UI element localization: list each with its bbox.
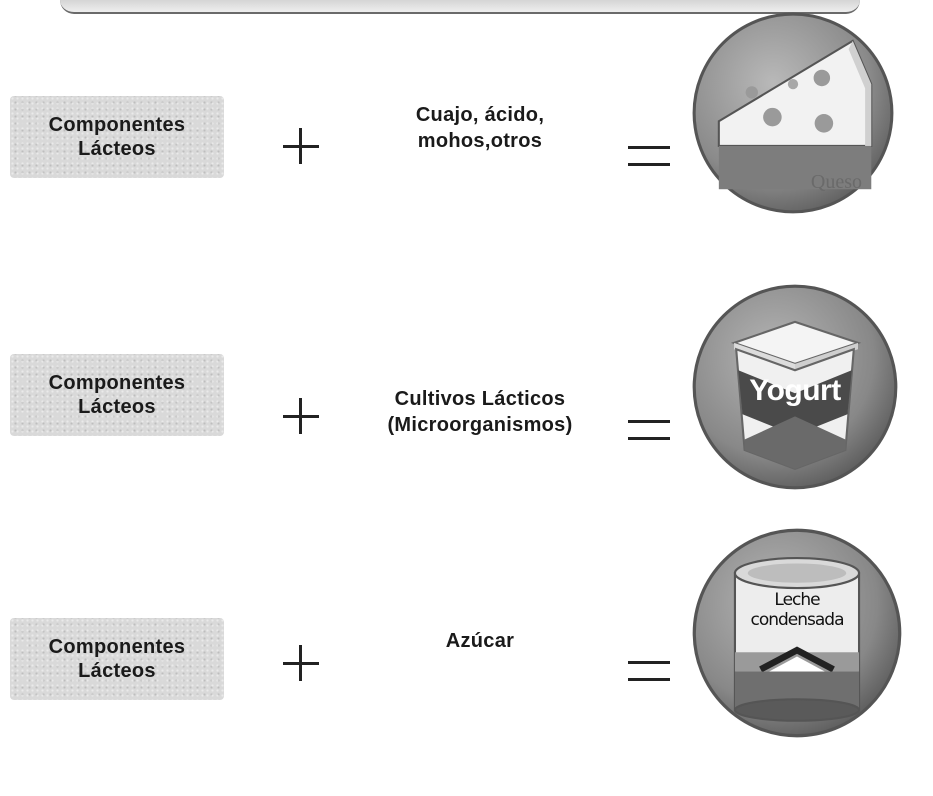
- condensed-milk-can-icon: Leche condensada: [690, 526, 904, 740]
- product-label-line-2: condensada: [690, 610, 904, 630]
- product-label: Yogurt: [690, 374, 900, 408]
- components-box: Componentes Lácteos: [10, 96, 224, 178]
- plus-sign: [283, 128, 319, 164]
- ingredient-line-2: mohos,otros: [345, 128, 615, 154]
- components-box: Componentes Lácteos: [10, 354, 224, 436]
- components-line-2: Lácteos: [17, 395, 217, 419]
- product-label-line-1: Leche: [690, 590, 904, 610]
- row-queso: Componentes Lácteos Cuajo, ácido, mohos,…: [0, 40, 933, 240]
- ingredient-text: Cultivos Lácticos (Microorganismos): [345, 386, 615, 438]
- row-yogurt: Componentes Lácteos Cultivos Lácticos (M…: [0, 300, 933, 500]
- ingredient-line-1: Cuajo, ácido,: [345, 102, 615, 128]
- ingredient-line-1: Azúcar: [345, 628, 615, 654]
- equals-sign: [628, 661, 670, 683]
- equals-sign: [628, 146, 670, 168]
- yogurt-cup-icon: Yogurt: [690, 282, 900, 492]
- ingredient-text: Azúcar: [345, 628, 615, 654]
- row-leche: Componentes Lácteos Azúcar: [0, 548, 933, 748]
- cheese-icon: Queso: [690, 10, 896, 216]
- can-graphic: [690, 526, 904, 740]
- product-label: Queso: [690, 171, 896, 194]
- ingredient-line-2: (Microorganismos): [345, 412, 615, 438]
- plus-sign: [283, 645, 319, 681]
- plus-sign: [283, 398, 319, 434]
- equals-sign: [628, 420, 670, 442]
- product-label: Leche condensada: [690, 590, 904, 630]
- components-line-2: Lácteos: [17, 659, 217, 683]
- components-line-1: Componentes: [17, 371, 217, 395]
- components-box: Componentes Lácteos: [10, 618, 224, 700]
- components-line-2: Lácteos: [17, 137, 217, 161]
- components-line-1: Componentes: [17, 113, 217, 137]
- components-line-1: Componentes: [17, 635, 217, 659]
- ingredient-text: Cuajo, ácido, mohos,otros: [345, 102, 615, 154]
- ingredient-line-1: Cultivos Lácticos: [345, 386, 615, 412]
